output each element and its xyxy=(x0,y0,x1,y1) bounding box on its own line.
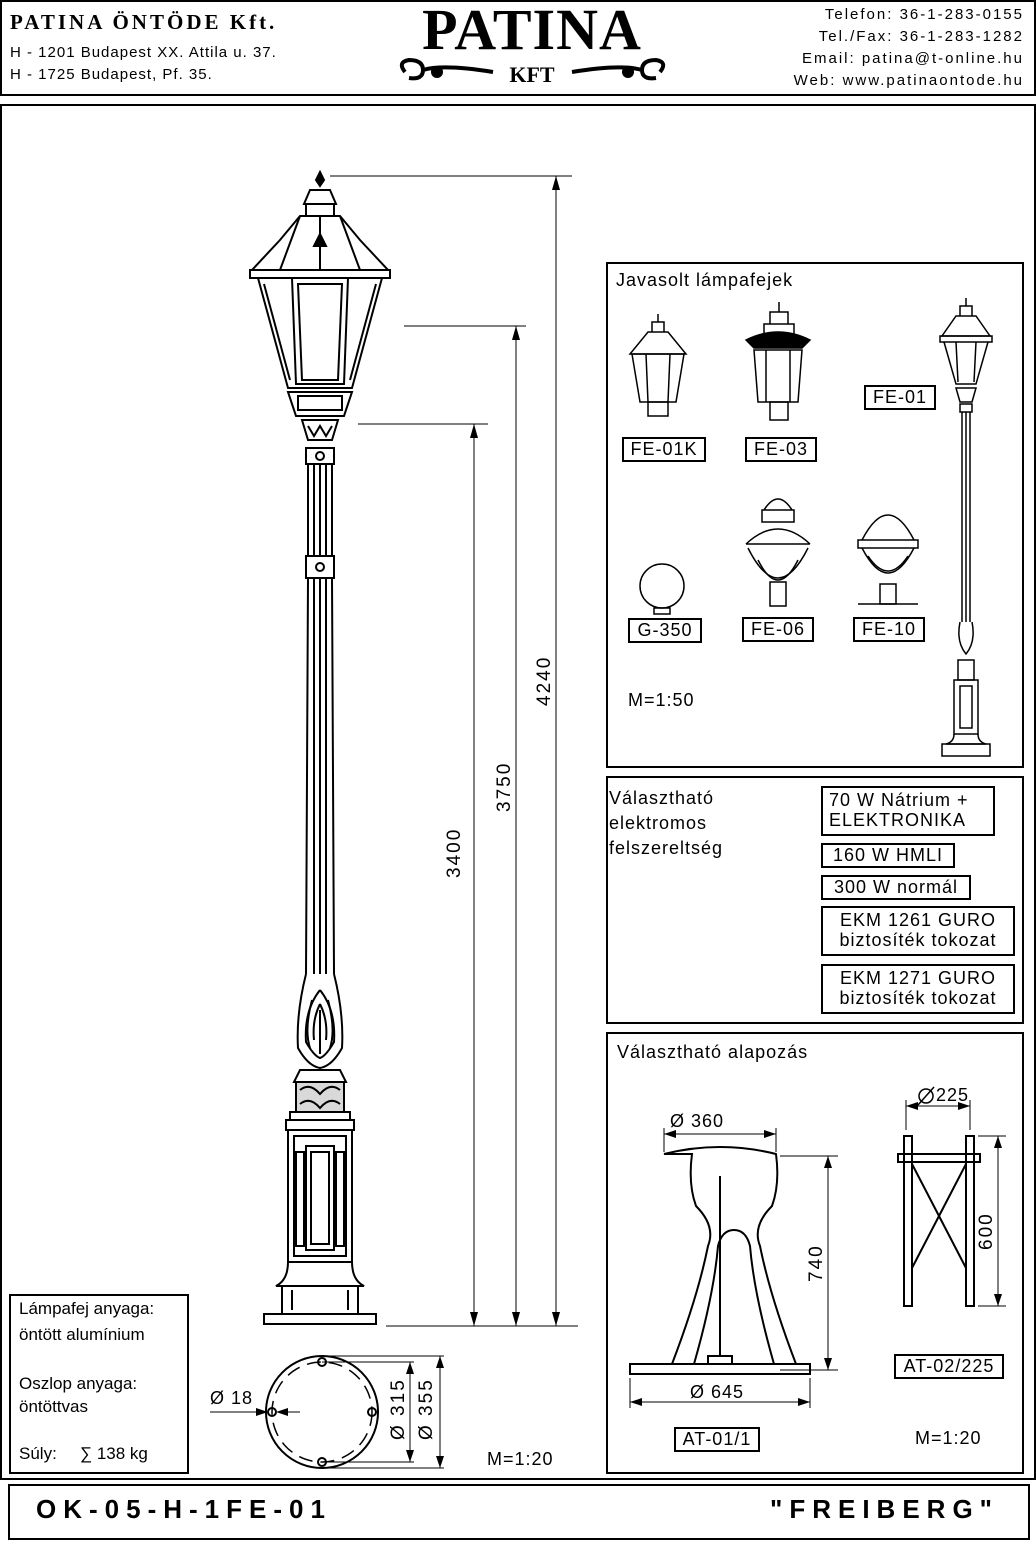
option-4-line-2: biztosíték tokozat xyxy=(839,930,997,950)
foundation-scale: M=1:20 xyxy=(915,1428,982,1448)
fax: Tel./Fax: 36-1-283-1282 xyxy=(818,28,1024,45)
option-4-line-1: EKM 1261 GURO xyxy=(839,910,997,930)
lamp-heads-scale: M=1:50 xyxy=(628,690,695,710)
option-5-line-1: EKM 1271 GURO xyxy=(839,968,997,988)
electrical-title-1: Választható xyxy=(609,788,715,808)
electrical-option-2: 160 W HMLI xyxy=(821,843,955,868)
product-name: "FREIBERG" xyxy=(770,1494,999,1524)
lamp-head-g350: G-350 xyxy=(628,618,702,643)
dim-d18: Ø 18 xyxy=(210,1388,254,1408)
foundation-at01: AT-01/1 xyxy=(674,1427,760,1452)
foundation-title: Választható alapozás xyxy=(617,1042,809,1062)
logo-ornament-icon xyxy=(399,57,666,81)
option-1-line-1: 70 W Nátrium + xyxy=(829,790,969,810)
dim-h740: 740 xyxy=(806,1244,827,1282)
logo-sub: KFT xyxy=(509,62,555,87)
drawing-frame xyxy=(0,104,1036,1480)
electrical-option-4: EKM 1261 GURO biztosíték tokozat xyxy=(821,906,1015,956)
materials-box xyxy=(9,1294,189,1474)
weight-value: ∑ 138 kg xyxy=(80,1444,148,1463)
weight-label: Súly: xyxy=(19,1444,57,1463)
address-line-1: H - 1201 Budapest XX. Attila u. 37. xyxy=(10,44,277,61)
lamp-head-fe01: FE-01 xyxy=(864,385,936,410)
pole-material-label: Oszlop anyaga: xyxy=(19,1374,138,1393)
head-material-label: Lámpafej anyaga: xyxy=(19,1299,155,1318)
header-frame xyxy=(0,0,1036,96)
electrical-title-3: felszereltség xyxy=(609,838,724,858)
dim-d360: Ø 360 xyxy=(670,1111,725,1131)
pole-material-value: öntöttvas xyxy=(19,1397,88,1416)
lamp-head-fe03: FE-03 xyxy=(745,437,817,462)
option-3-line-1: 300 W normál xyxy=(833,877,959,897)
phone: Telefon: 36-1-283-0155 xyxy=(824,6,1024,23)
footer-frame xyxy=(8,1484,1030,1540)
option-2-line-1: 160 W HMLI xyxy=(832,845,944,865)
electrical-option-1: 70 W Nátrium + ELEKTRONIKA xyxy=(821,786,995,836)
lamp-head-fe01k: FE-01K xyxy=(622,437,706,462)
dim-h600: 600 xyxy=(976,1212,997,1250)
dim-d225: 225 xyxy=(936,1085,970,1105)
dim-d645: Ø 645 xyxy=(690,1382,745,1402)
electrical-title-2: elektromos xyxy=(609,813,708,833)
product-code: OK-05-H-1FE-01 xyxy=(36,1494,332,1524)
lamp-head-fe10: FE-10 xyxy=(853,617,925,642)
electrical-option-3: 300 W normál xyxy=(821,875,971,900)
website: Web: www.patinaontode.hu xyxy=(793,72,1024,89)
company-name: PATINA ÖNTÖDE Kft. xyxy=(10,10,278,34)
head-material-value: öntött alumínium xyxy=(19,1325,145,1344)
email: Email: patina@t-online.hu xyxy=(802,50,1024,67)
logo-text: PATINA xyxy=(422,0,642,62)
main-scale: M=1:20 xyxy=(487,1449,554,1469)
foundation-at02: AT-02/225 xyxy=(894,1354,1004,1379)
option-5-line-2: biztosíték tokozat xyxy=(839,988,997,1008)
electrical-option-5: EKM 1271 GURO biztosíték tokozat xyxy=(821,964,1015,1014)
address-line-2: H - 1725 Budapest, Pf. 35. xyxy=(10,66,213,83)
option-1-line-2: ELEKTRONIKA xyxy=(829,810,967,830)
lamp-heads-title: Javasolt lámpafejek xyxy=(616,270,794,290)
lamp-head-fe06: FE-06 xyxy=(742,617,814,642)
